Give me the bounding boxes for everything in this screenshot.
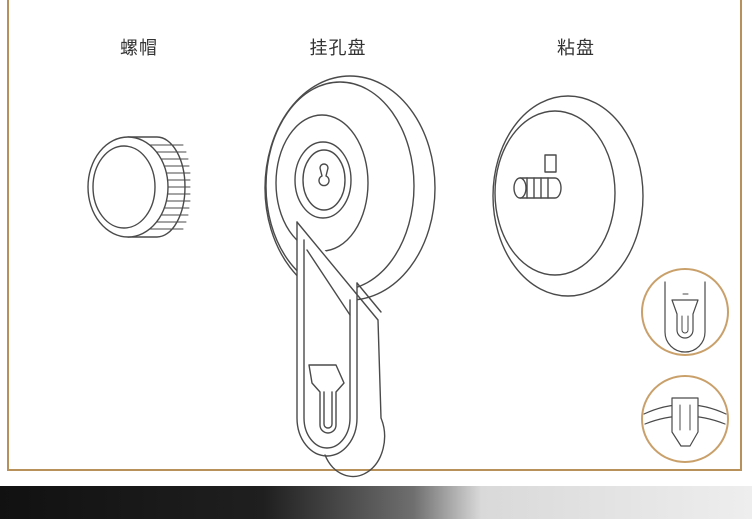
detail-circle-hook: [641, 268, 729, 356]
hook-disc-label: 挂孔盘: [309, 38, 367, 59]
detail-circle-tab: [641, 375, 729, 463]
screw-cap-label: 螺帽: [120, 38, 158, 59]
screw-cap-illustration: [87, 136, 191, 238]
diagram-frame: [7, 0, 742, 471]
adhesive-disc-label: 粘盘: [557, 38, 595, 59]
bottom-gradient-bar: [0, 486, 752, 519]
hook-disc-illustration: [264, 75, 436, 478]
adhesive-disc-illustration: [492, 95, 644, 297]
